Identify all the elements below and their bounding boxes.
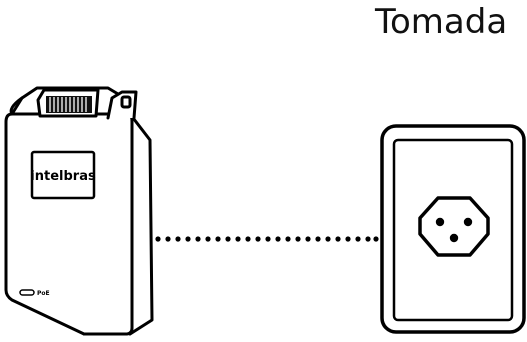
brand-logo: intelbras: [30, 169, 96, 184]
socket-hole-left: [435, 217, 445, 227]
socket-hole-right: [463, 217, 473, 227]
outlet-label: Tomada: [375, 2, 508, 42]
dotted-connection-line: [155, 236, 379, 242]
poe-injector-device: [4, 86, 154, 336]
brand-plate: intelbras: [30, 150, 96, 200]
led-label: PoE: [37, 290, 50, 297]
socket-icon: [418, 196, 490, 257]
poe-led-indicator: PoE: [19, 289, 50, 297]
ethernet-port-icon: [46, 96, 92, 113]
wall-outlet: [380, 124, 526, 334]
socket-hole-ground: [449, 233, 459, 243]
